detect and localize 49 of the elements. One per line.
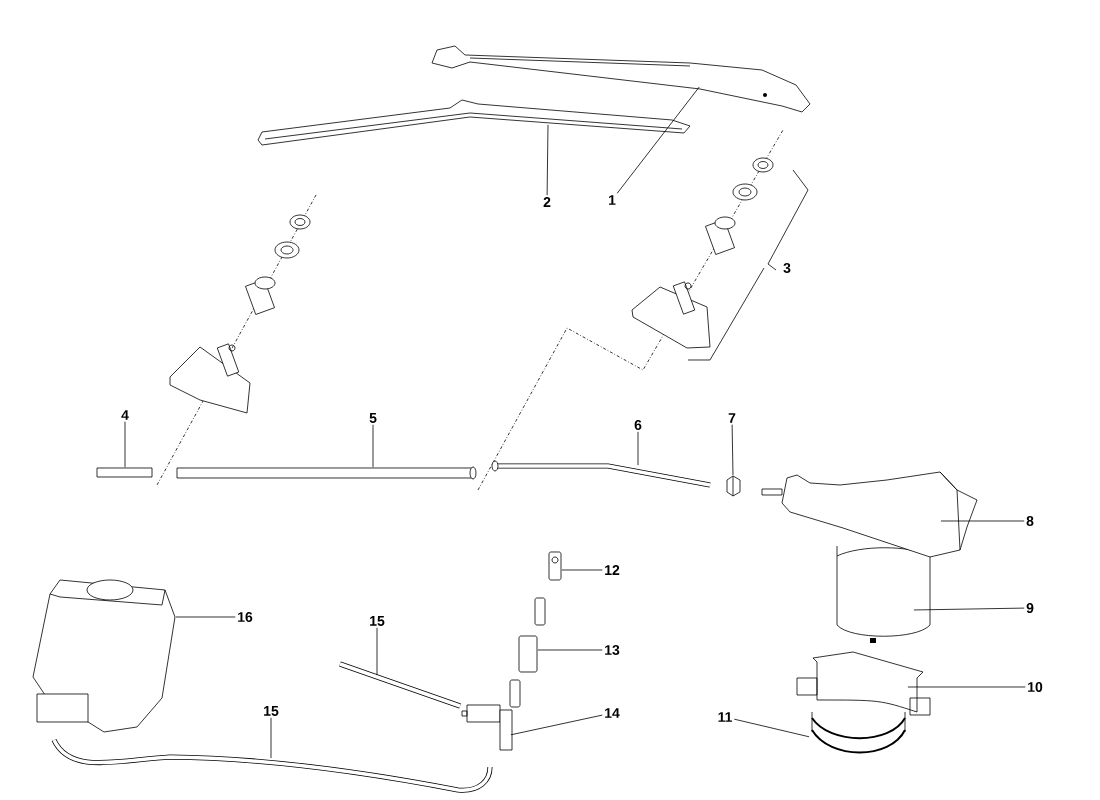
wiper-blade-drawing — [257, 99, 691, 146]
leader-line — [913, 607, 1025, 611]
leader-line — [270, 717, 272, 759]
leader-line — [175, 616, 236, 618]
callout-number: 13 — [605, 645, 620, 655]
hose-drawing — [51, 738, 493, 793]
callout-number: 15 — [370, 616, 385, 626]
cover-drawing — [796, 651, 931, 716]
callout-number: 9 — [1026, 603, 1034, 613]
leader-line — [372, 424, 374, 468]
nut-drawing — [726, 475, 741, 497]
reservoir-drawing — [32, 579, 176, 733]
wiper-arm-drawing — [431, 45, 811, 113]
gearbox-drawing — [761, 471, 978, 558]
callout-number: 6 — [634, 420, 642, 430]
leader-line — [537, 649, 603, 651]
leader-line — [546, 124, 549, 196]
tube-drawing — [491, 460, 711, 488]
leader-line — [907, 686, 1026, 688]
leader-line — [616, 86, 700, 194]
callout-number: 8 — [1026, 516, 1034, 526]
callout-number: 10 — [1028, 682, 1043, 692]
leader-line — [731, 424, 734, 476]
motor-drawing — [836, 545, 931, 643]
callout-number: 15 — [264, 706, 279, 716]
connector-drawing — [509, 635, 538, 708]
leader-line — [376, 627, 378, 676]
callout-number: 3 — [783, 263, 791, 273]
callout-number: 16 — [238, 612, 253, 622]
leader-line — [124, 421, 126, 468]
ring-drawing — [811, 711, 906, 754]
leader-line — [510, 714, 603, 736]
callout-number: 4 — [121, 410, 129, 420]
pin — [96, 467, 153, 478]
nozzle-drawing — [534, 551, 562, 626]
leader-line — [733, 718, 810, 738]
callout-number: 7 — [728, 413, 736, 423]
t-piece-drawing — [461, 704, 513, 751]
callout-number: 5 — [369, 413, 377, 423]
callout-number: 12 — [605, 565, 620, 575]
tube — [176, 466, 477, 480]
callout-number: 2 — [543, 197, 551, 207]
callout-number: 1 — [609, 195, 616, 205]
leader-line — [637, 431, 639, 466]
leader-line — [940, 520, 1025, 522]
callout-number: 14 — [605, 708, 620, 718]
hose-drawing — [339, 661, 461, 709]
leader-line — [561, 569, 603, 571]
callout-number: 11 — [718, 712, 732, 722]
